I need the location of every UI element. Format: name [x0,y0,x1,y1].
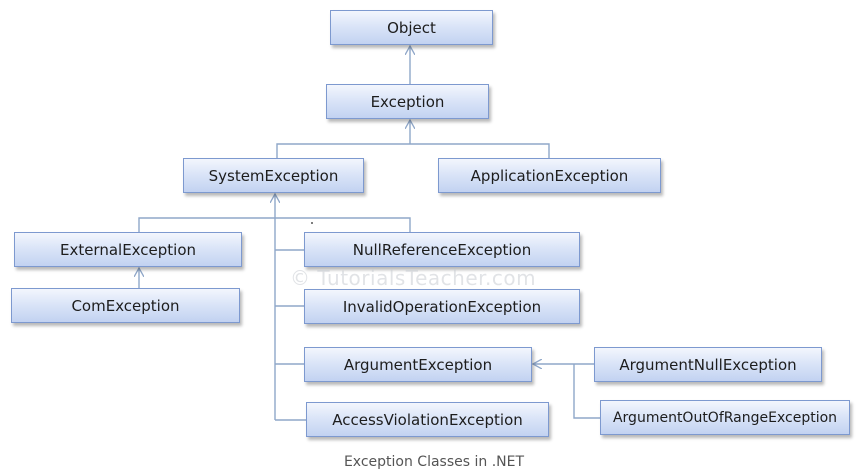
node-label: AccessViolationException [332,410,523,429]
diagram-caption: Exception Classes in .NET [343,454,525,470]
node-com-exception: ComException [11,288,240,323]
node-external-exception: ExternalException [14,232,242,267]
watermark-text: © TutorialsTeacher.com [290,266,537,290]
edge-argrange [573,364,600,419]
node-label: ComException [71,296,180,315]
node-access-violation-exception: AccessViolationException [306,402,549,437]
node-label: InvalidOperationException [342,297,542,316]
node-argument-exception: ArgumentException [304,347,532,382]
node-argument-null-exception: ArgumentNullException [594,347,822,382]
node-exception: Exception [326,84,489,119]
node-label: ArgumentNullException [619,355,797,374]
node-invalid-operation-exception: InvalidOperationException [304,289,580,324]
node-label: ApplicationException [470,166,629,185]
stray-dot [311,222,313,224]
node-application-exception: ApplicationException [438,158,661,193]
node-label: ArgumentException [343,355,493,374]
node-label: ArgumentOutOfRangeException [612,409,838,426]
node-object: Object [330,10,493,45]
node-label: NullReferenceException [352,240,532,259]
edge-bus-level1 [276,143,550,158]
node-label: ExternalException [59,240,197,259]
node-argument-out-of-range-exception: ArgumentOutOfRangeException [600,400,850,435]
node-label: Object [387,18,436,37]
node-label: SystemException [208,166,339,185]
node-system-exception: SystemException [183,158,364,193]
node-label: Exception [370,92,445,111]
node-null-reference-exception: NullReferenceException [304,232,580,267]
